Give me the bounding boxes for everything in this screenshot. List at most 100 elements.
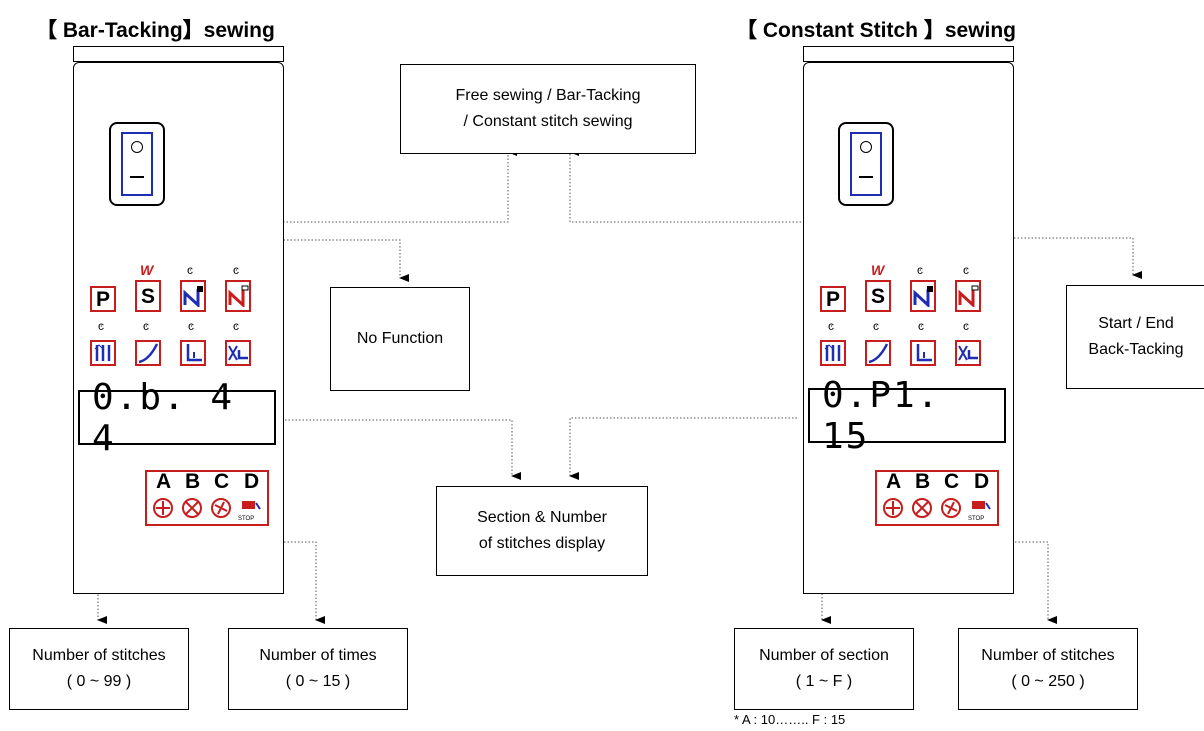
- left-times-line1: Number of times: [259, 647, 377, 665]
- led-indicator-icon: ͼ: [233, 319, 239, 333]
- stop-label: STOP: [968, 516, 985, 522]
- left-title: 【 Bar-Tacking】sewing: [36, 19, 275, 42]
- start-backtack-icon: [913, 286, 933, 307]
- c-key-label: C: [214, 470, 230, 493]
- d-key-label: D: [244, 470, 260, 493]
- mode-callout-box: Free sewing / Bar-Tacking / Constant sti…: [400, 64, 696, 154]
- soft-start-icon: [868, 343, 889, 364]
- left-stitches-line1: Number of stitches: [32, 647, 166, 665]
- start-backtack-key[interactable]: [180, 280, 206, 312]
- no-function-label: No Function: [356, 330, 444, 348]
- right-panel-cap: [803, 46, 1014, 62]
- right-abcd-keypad: [875, 470, 999, 526]
- right-title: 【 Constant Stitch 】sewing: [736, 19, 1017, 42]
- left-stitches-callout-box: Number of stitches ( 0 ~ 99 ): [9, 628, 189, 710]
- p-key[interactable]: P: [820, 286, 846, 312]
- section-display-callout-box: Section & Number of stitches display: [436, 486, 648, 576]
- soft-start-key[interactable]: [865, 340, 891, 366]
- right-stitches-line2: ( 0 ~ 250 ): [1011, 673, 1085, 690]
- mode-callout-line1: Free sewing / Bar-Tacking: [455, 87, 641, 105]
- b-key-icon[interactable]: [911, 497, 933, 519]
- thread-trimmer-icon: [958, 345, 978, 361]
- switch-rocker: [850, 132, 882, 196]
- end-backtack-key[interactable]: [955, 280, 981, 312]
- end-backtack-key[interactable]: [225, 280, 251, 312]
- section-footnote: * A : 10…….. F : 15: [734, 712, 846, 727]
- b-key-label: B: [185, 470, 201, 493]
- left-power-switch[interactable]: [109, 122, 165, 206]
- on-symbol-icon: [859, 176, 873, 178]
- presser-foot-key[interactable]: [180, 340, 206, 366]
- led-indicator-icon: ͼ: [233, 263, 239, 277]
- presser-foot-icon: [186, 344, 202, 362]
- thread-trimmer-icon: [228, 345, 248, 361]
- right-seven-segment-display: 0.P1. 15: [808, 375, 1006, 457]
- switch-rocker: [121, 132, 153, 196]
- c-key-label: C: [944, 470, 960, 493]
- off-symbol-icon: [131, 141, 143, 153]
- left-stitches-line2: ( 0 ~ 99 ): [66, 673, 132, 690]
- s-key-label: S: [870, 284, 885, 308]
- a-key-label: A: [156, 470, 172, 493]
- back-tacking-line1: Start / End: [1098, 315, 1174, 333]
- s-key[interactable]: S: [135, 280, 161, 312]
- p-key[interactable]: P: [90, 286, 116, 312]
- soft-start-key[interactable]: [135, 340, 161, 366]
- mode-callout-line2: / Constant stitch sewing: [463, 113, 633, 130]
- a-key-label: A: [886, 470, 902, 493]
- a-key-icon[interactable]: [882, 497, 904, 519]
- p-key-label: P: [95, 287, 110, 311]
- left-times-line2: ( 0 ~ 15 ): [285, 673, 351, 690]
- led-indicator-icon: ͼ: [918, 319, 924, 333]
- no-function-callout-box: No Function: [330, 287, 470, 391]
- thread-trimmer-key[interactable]: [955, 340, 981, 366]
- left-times-callout-box: Number of times ( 0 ~ 15 ): [228, 628, 408, 710]
- c-key-icon[interactable]: [210, 497, 232, 519]
- end-backtack-icon: [228, 285, 249, 307]
- right-stitches-callout-box: Number of stitches ( 0 ~ 250 ): [958, 628, 1138, 710]
- end-backtack-icon: [958, 285, 979, 307]
- off-symbol-icon: [860, 141, 872, 153]
- d-key-stop-icon[interactable]: [969, 497, 991, 519]
- led-indicator-icon: ͼ: [917, 263, 923, 277]
- led-indicator-icon: ͼ: [828, 319, 834, 333]
- section-display-line1: Section & Number: [477, 509, 607, 527]
- left-panel-cap: [73, 46, 284, 62]
- p-key-label: P: [825, 287, 840, 311]
- start-backtack-key[interactable]: [910, 280, 936, 312]
- right-section-line1: Number of section: [759, 647, 889, 665]
- led-indicator-icon: ͼ: [187, 263, 193, 277]
- d-key-label: D: [974, 470, 990, 493]
- led-indicator-icon: ͼ: [188, 319, 194, 333]
- presser-foot-icon: [916, 344, 932, 362]
- back-tacking-line2: Back-Tacking: [1088, 341, 1184, 358]
- back-tacking-callout-box: Start / End Back-Tacking: [1066, 285, 1204, 389]
- needle-position-icon: [824, 344, 841, 361]
- right-power-switch[interactable]: [838, 122, 894, 206]
- needle-position-key[interactable]: [90, 340, 116, 366]
- d-key-stop-icon[interactable]: [239, 497, 261, 519]
- b-key-icon[interactable]: [181, 497, 203, 519]
- led-indicator-icon: ͼ: [963, 319, 969, 333]
- stop-label: STOP: [238, 516, 255, 522]
- right-section-callout-box: Number of section ( 1 ~ F ): [734, 628, 914, 710]
- s-key[interactable]: S: [865, 280, 891, 312]
- start-backtack-icon: [183, 286, 203, 307]
- left-w-label: W: [140, 262, 154, 278]
- thread-trimmer-key[interactable]: [225, 340, 251, 366]
- right-section-line2: ( 1 ~ F ): [795, 673, 853, 690]
- c-key-icon[interactable]: [940, 497, 962, 519]
- led-indicator-icon: ͼ: [143, 319, 149, 333]
- soft-start-icon: [138, 343, 159, 364]
- left-abcd-keypad: [145, 470, 269, 526]
- s-key-label: S: [140, 284, 155, 308]
- needle-position-icon: [94, 344, 111, 361]
- section-display-line2: of stitches display: [478, 535, 606, 552]
- led-indicator-icon: ͼ: [98, 319, 104, 333]
- presser-foot-key[interactable]: [910, 340, 936, 366]
- led-indicator-icon: ͼ: [963, 263, 969, 277]
- needle-position-key[interactable]: [820, 340, 846, 366]
- a-key-icon[interactable]: [152, 497, 174, 519]
- on-symbol-icon: [130, 176, 144, 178]
- led-indicator-icon: ͼ: [873, 319, 879, 333]
